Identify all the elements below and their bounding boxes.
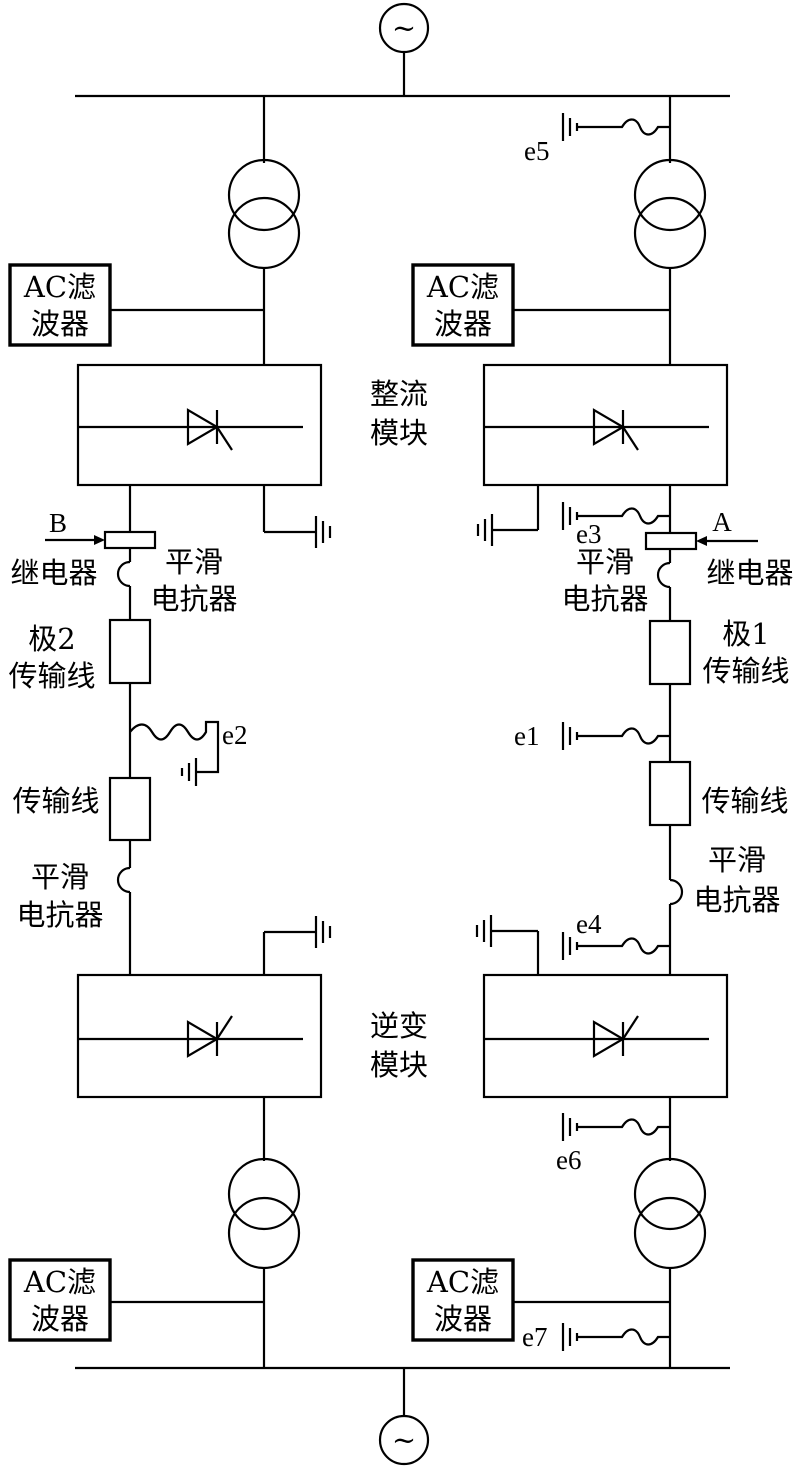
rectifier-module-left xyxy=(76,363,323,487)
transformer-right-bottom xyxy=(633,1157,707,1270)
point-a-label: A xyxy=(712,507,732,537)
svg-text:e3: e3 xyxy=(576,519,601,549)
fault-e4: e4 xyxy=(561,909,670,960)
bottom-source-symbol: ~ xyxy=(392,1423,416,1457)
ac-filter-right-bottom: AC滤 波器 xyxy=(411,1258,515,1342)
svg-text:e6: e6 xyxy=(556,1145,581,1175)
svg-text:e5: e5 xyxy=(524,136,549,166)
transmission-line-left-2 xyxy=(108,776,152,842)
fault-e2: e2 xyxy=(129,720,247,786)
svg-text:AC滤: AC滤 xyxy=(23,270,96,304)
fault-e7: e7 xyxy=(522,1322,670,1352)
bottom-ac-source: ~ xyxy=(378,1368,430,1466)
inverter-module-left xyxy=(76,973,323,1099)
point-b-label: B xyxy=(49,508,67,538)
ground-icon xyxy=(476,514,494,546)
svg-text:传输线: 传输线 xyxy=(12,784,99,818)
svg-text:平滑: 平滑 xyxy=(165,545,223,579)
fault-e1: e1 xyxy=(514,721,670,751)
rectifier-label: 整流 xyxy=(370,377,428,411)
inverter-module-right xyxy=(482,973,729,1099)
thyristor-icon xyxy=(186,408,220,446)
svg-text:AC滤: AC滤 xyxy=(426,1265,499,1299)
svg-text:平滑: 平滑 xyxy=(31,860,89,894)
ac-filter-left-bottom: AC滤 波器 xyxy=(8,1258,112,1342)
smoothing-reactor-right-top xyxy=(656,561,671,589)
svg-text:AC滤: AC滤 xyxy=(23,1265,96,1299)
relay-right-label: 继电器 xyxy=(706,556,793,590)
svg-text:平滑: 平滑 xyxy=(708,843,766,877)
svg-text:传输线: 传输线 xyxy=(8,659,95,693)
relay-left: B xyxy=(45,508,157,550)
rectifier-module-right xyxy=(482,363,729,487)
smoothing-reactor-left-bottom xyxy=(116,866,131,894)
relay-left-label: 继电器 xyxy=(10,556,97,590)
top-source-symbol: ~ xyxy=(392,11,416,45)
ground-icon xyxy=(314,916,332,948)
svg-text:平滑: 平滑 xyxy=(576,545,634,579)
smoothing-reactor-left-top xyxy=(116,560,131,588)
svg-text:模块: 模块 xyxy=(370,1048,428,1082)
fault-e3: e3 xyxy=(561,502,670,549)
svg-text:e4: e4 xyxy=(576,909,602,939)
smoothing-reactor-right-bottom xyxy=(669,878,684,906)
svg-text:波器: 波器 xyxy=(31,1302,89,1336)
svg-text:波器: 波器 xyxy=(434,1302,492,1336)
thyristor-icon xyxy=(592,1020,626,1058)
ac-filter-left-top: AC滤 波器 xyxy=(8,263,112,347)
transformer-left-top xyxy=(227,158,301,270)
transmission-line-right-1 xyxy=(648,619,692,686)
svg-text:波器: 波器 xyxy=(434,307,492,341)
thyristor-icon xyxy=(186,1020,220,1058)
fault-e6: e6 xyxy=(556,1113,670,1175)
transmission-line-left-1 xyxy=(108,618,152,685)
ground-icon xyxy=(475,915,493,947)
svg-text:极2: 极2 xyxy=(28,622,75,656)
svg-text:电抗器: 电抗器 xyxy=(561,582,648,616)
svg-text:e2: e2 xyxy=(222,720,247,750)
svg-text:传输线: 传输线 xyxy=(702,654,789,688)
svg-text:e1: e1 xyxy=(514,721,539,751)
transmission-line-right-2 xyxy=(648,760,692,827)
inverter-label: 逆变 xyxy=(370,1009,428,1043)
svg-text:传输线: 传输线 xyxy=(701,784,788,818)
svg-text:电抗器: 电抗器 xyxy=(16,898,103,932)
transformer-left-bottom xyxy=(227,1157,301,1270)
svg-text:电抗器: 电抗器 xyxy=(693,883,780,917)
relay-right: A xyxy=(644,507,758,551)
ground-icon xyxy=(314,516,332,548)
thyristor-icon xyxy=(592,408,626,446)
svg-text:波器: 波器 xyxy=(31,307,89,341)
svg-text:e7: e7 xyxy=(522,1322,547,1352)
svg-text:电抗器: 电抗器 xyxy=(150,582,237,616)
svg-text:模块: 模块 xyxy=(370,416,428,450)
fault-e5: e5 xyxy=(524,113,670,166)
svg-text:AC滤: AC滤 xyxy=(426,270,499,304)
transformer-right-top xyxy=(633,158,707,270)
top-ac-source: ~ xyxy=(378,2,430,96)
svg-text:极1: 极1 xyxy=(722,617,769,651)
ac-filter-right-top: AC滤 波器 xyxy=(411,263,515,347)
